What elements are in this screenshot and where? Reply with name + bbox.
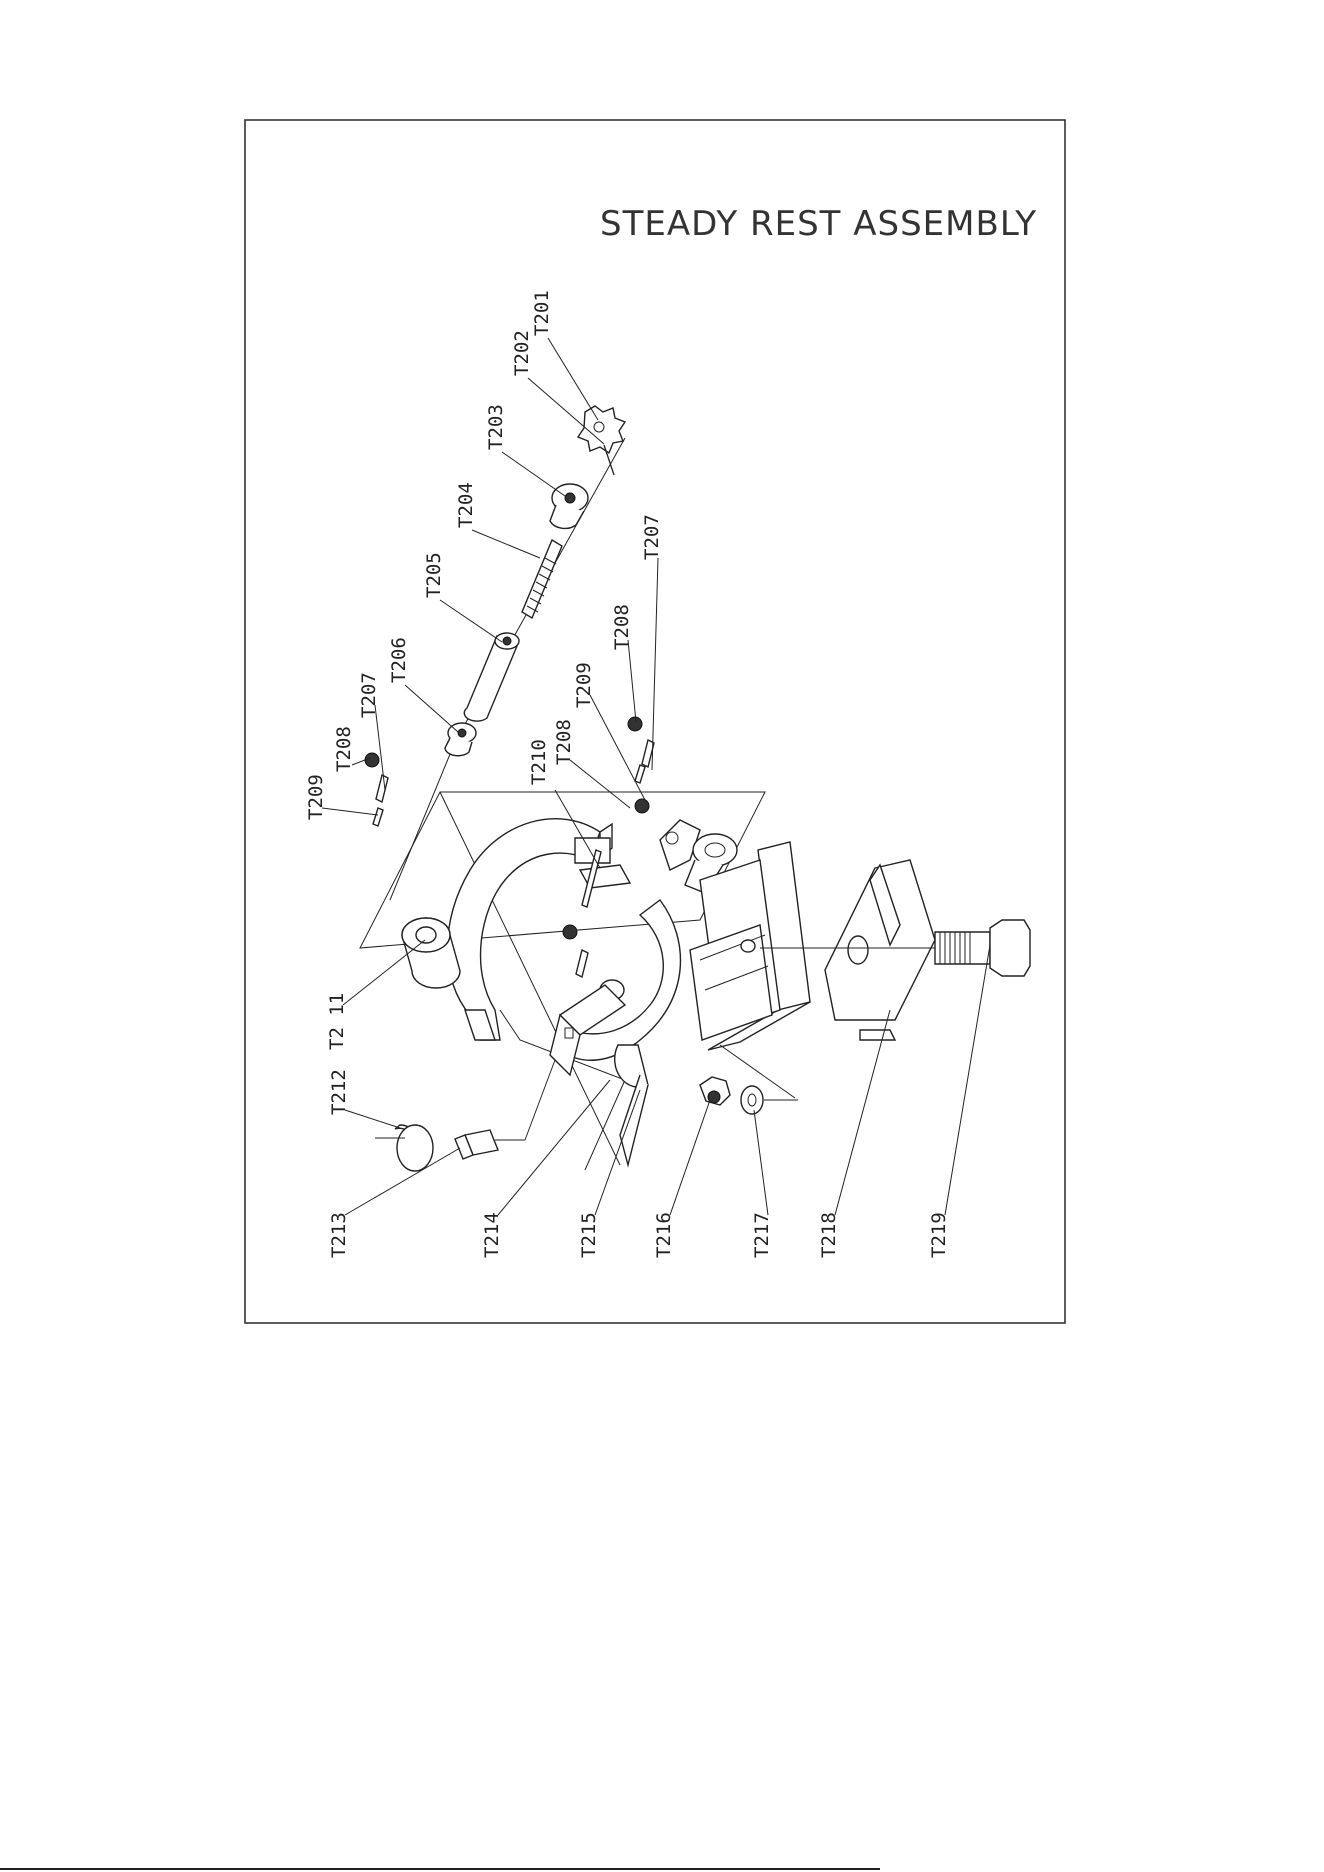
hex-nut-part [700,1077,730,1105]
callout-T206: T206 [388,637,410,683]
callout-T218: T218 [818,1212,840,1258]
callout-T208-center: T208 [553,719,575,765]
callout-T209-right: T209 [573,662,595,708]
callout-T202: T202 [511,330,533,376]
callout-T219: T219 [928,1212,950,1258]
callout-T207-left: T207 [358,672,380,718]
sleeve-part [464,633,519,721]
callout-T210: T210 [528,739,550,785]
callout-T214: T214 [481,1212,503,1258]
callout-T207-right: T207 [641,514,663,560]
callout-T216: T216 [653,1212,675,1258]
star-knob-part [578,406,625,453]
callout-T203: T203 [485,404,507,450]
diagram-title: STEADY REST ASSEMBLY [600,204,1037,244]
washer-part [741,1086,763,1114]
callout-T208-right: T208 [611,604,633,650]
callout-T215: T215 [578,1212,600,1258]
lead-screw-part [522,540,562,618]
hinge-block [575,838,630,888]
callout-T209-left: T209 [305,774,327,820]
knurled-knob-part [375,1125,433,1171]
collar-part [550,484,588,528]
screw-axis-diagonal [525,1060,555,1140]
callout-T205: T205 [423,552,445,598]
set-screw-part [455,1130,498,1159]
callout-T213: T213 [328,1212,350,1258]
callout-T208-left: T208 [333,726,355,772]
callout-T217: T217 [751,1212,773,1258]
callout-T204: T204 [455,482,477,528]
upper-axis-line-lower [390,742,455,900]
spring-screw-right-upper [628,717,654,813]
callout-T212: T212 [328,1069,350,1115]
drawing-frame [245,120,1065,1323]
callout-T201: T201 [531,290,553,336]
leader-lines [322,338,990,1215]
callout-T211: T2 11 [326,993,348,1050]
footer-rule [0,1868,880,1870]
clamp-plate-part [825,860,935,1040]
finger-tip-part [445,723,476,756]
